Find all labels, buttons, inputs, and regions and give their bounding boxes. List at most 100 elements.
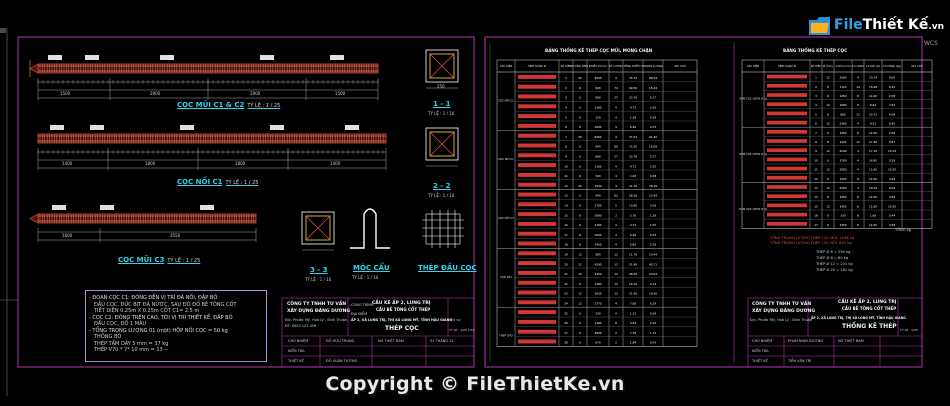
table-cell: 6 [579, 213, 581, 217]
table-header-cell: CẤU KIỆN [500, 63, 512, 68]
table-cell: 23.76 [629, 96, 637, 100]
table-group-label: CỌC MŨI C1 [498, 97, 514, 102]
table-cell: 4 [615, 301, 617, 305]
note-line: - CỌC C2: ĐÓNG TRÊN CAO, TỚI VỊ TRÍ THIẾ… [89, 314, 233, 321]
table-header-cell: CHIỀU DÀI (m [589, 63, 607, 68]
label-hook-scale: TỶ LỆ : 1 / 10 [352, 275, 379, 280]
table-cell: 8 [827, 140, 829, 144]
table-cell: 75.20 [629, 145, 637, 149]
table-shape-mark [767, 166, 807, 171]
table-cell: 12 [614, 282, 618, 286]
table-shape-mark [767, 203, 807, 208]
table-header-cell: T.C.DÀI (m) [866, 63, 881, 68]
table-cell: 4 [857, 158, 859, 162]
table-cell: 4 [615, 311, 617, 315]
table-cell: 880 [595, 154, 601, 158]
table-group-label: THÉP CHỜ [499, 333, 513, 338]
table-cell: 10.44 [649, 252, 657, 256]
table-cell: 2.58 [889, 131, 895, 135]
table-cell: 5.27 [650, 96, 656, 100]
table-cell: 4 [857, 186, 859, 190]
table-cell: 7.08 [630, 301, 636, 305]
table-cell: 19 [564, 252, 568, 256]
table-cell: 1080 [839, 103, 846, 107]
tb2-company: CÔNG TY TNHH TƯ VẤN [752, 302, 812, 307]
table-cell: 5.76 [630, 213, 636, 217]
tb1-sheet: TỶ LỆ : 1/25 1/10 [449, 328, 475, 332]
table-cell: 4 [857, 122, 859, 126]
table-cell: 1180 [594, 164, 601, 168]
table-cell: 8.45 [889, 122, 895, 126]
table-shape-mark [767, 74, 807, 79]
table-cell: 14.80 [869, 158, 877, 162]
table-shape-mark [518, 310, 556, 315]
table-shape-mark [767, 148, 807, 153]
lifting-hook-drawing [350, 208, 390, 249]
table-cell: 6 [579, 321, 581, 325]
table-cell: 12 [826, 204, 830, 208]
table-cell: 6.40 [630, 233, 636, 237]
label-section-11: 1 - 1 [433, 100, 451, 108]
table-cell: 6 [579, 331, 581, 335]
table-cell: 12 [578, 262, 582, 266]
table-cell: 21 [564, 272, 568, 276]
table-cell: 6.40 [630, 125, 636, 129]
table-cell: 6 [579, 282, 581, 286]
table-cell: 11.60 [869, 195, 877, 199]
table-cell: 13 [564, 194, 568, 198]
table-header-cell: SỐ LƯỢNG [609, 63, 624, 68]
table-cell: 2780 [594, 203, 601, 207]
table-cell: 8 [827, 177, 829, 181]
table-cell: 10.24 [869, 186, 877, 190]
table-cell: 1.05 [650, 105, 656, 109]
table-cell: 8 [857, 223, 859, 227]
pile-joint-elevation [37, 125, 387, 170]
table-cell: 10.32 [869, 112, 877, 116]
note-line: THÉP V70 * 7* 10 mm = 13 -- [94, 347, 168, 353]
table-cell: 8 [615, 321, 617, 325]
table-cell: 17 [814, 223, 818, 227]
table-cell: 2 [615, 331, 617, 335]
table-cell: 6 [579, 311, 581, 315]
table-cell: 12 [826, 122, 830, 126]
table-header-cell: TRỌNG LƯỢNG [643, 64, 663, 68]
table-cell: 12 [826, 186, 830, 190]
table-cell: 19.50 [649, 292, 657, 296]
table-cell: 4 [615, 164, 617, 168]
table-cell: 11.60 [869, 204, 877, 208]
table-shape-mark [518, 133, 556, 138]
table-cell: 62 [614, 194, 618, 198]
table-cell: 4 [615, 243, 617, 247]
table-cell: 4 [615, 174, 617, 178]
table-cell: 9.52 [870, 122, 876, 126]
label-pile-joint-scale: TỶ LỆ : 1 / 25 [225, 180, 259, 186]
folder-logo-icon [809, 17, 830, 35]
tb2-name2: TIỀN VĂN TRÍ [788, 359, 812, 363]
tb2-address: Đ/c: Phước Mỹ, Hoà Lý - Bình Thuận [750, 318, 813, 322]
table-group-label: DẦM CỌC (ĐƠN VỊ 1) [739, 96, 767, 101]
table-cell: 7 [565, 135, 567, 139]
table-cell: 10 [814, 158, 818, 162]
table-cell: 23 [564, 292, 568, 296]
tb1-design: THIẾT KẾ [288, 359, 304, 363]
summary-3: THÉP Ø 12 = 231 kg [816, 262, 853, 266]
table-cell: 12 [578, 301, 582, 305]
table-cell: 6 [579, 105, 581, 109]
table-cell: 9.09 [889, 186, 895, 190]
table-shape-mark [767, 185, 807, 189]
table-cell: 5 [615, 203, 617, 207]
table-cell: 74 [614, 86, 618, 90]
table-cell: 12.94 [649, 194, 657, 198]
table-header-cell: S.LƯỢNG [852, 64, 864, 68]
table-shape-mark [518, 261, 556, 266]
table-shape-mark [518, 270, 556, 275]
table-cell: 940 [595, 86, 601, 90]
wcs-label[interactable]: WCS [924, 40, 938, 47]
table-cell: 11.60 [869, 94, 877, 98]
table-shape-mark [767, 102, 807, 107]
table-cell: 2.53 [650, 233, 656, 237]
table-cell: 12 [814, 177, 818, 181]
table-cell: 28.20 [629, 272, 637, 276]
